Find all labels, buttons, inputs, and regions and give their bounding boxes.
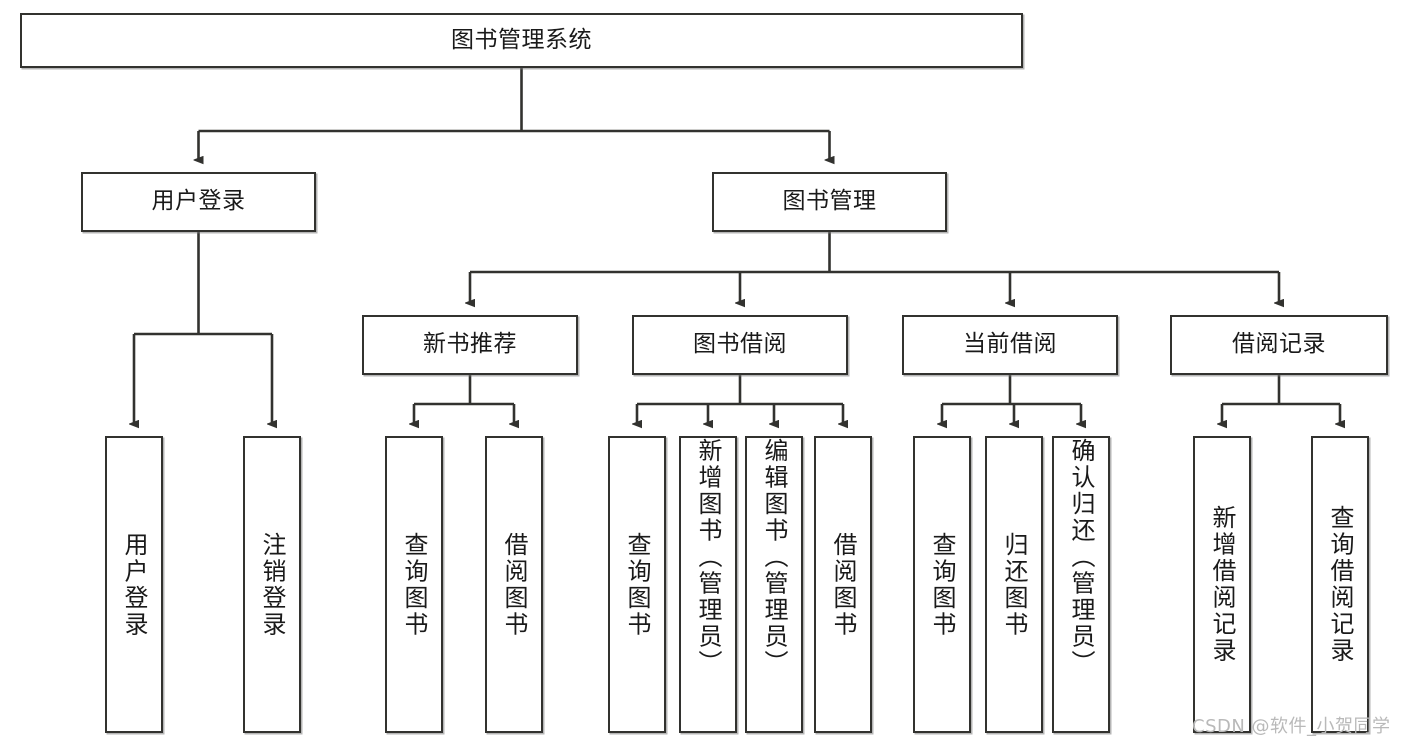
node-root-label: 图书管理系统 — [451, 26, 592, 53]
node-current-borrow-label: 当前借阅 — [963, 331, 1057, 358]
node-root[interactable]: 图书管理系统 — [20, 13, 1023, 68]
node-leaf-user-login[interactable]: 用户登录 — [105, 436, 163, 733]
node-new-book-recommend[interactable]: 新书推荐 — [362, 315, 578, 375]
node-leaf-user-logout-label: 注销登录 — [258, 531, 286, 638]
node-user-login-label: 用户登录 — [151, 188, 246, 215]
watermark-text: CSDN @软件_小贺同学 — [1192, 716, 1391, 737]
node-leaf-confirm-return-admin-label: 确认归还（管理员） — [1067, 438, 1095, 677]
node-leaf-query-borrow-record-label: 查询借阅记录 — [1326, 505, 1354, 664]
node-leaf-edit-book-admin-label: 编辑图书（管理员） — [760, 438, 788, 677]
node-leaf-add-borrow-record[interactable]: 新增借阅记录 — [1193, 436, 1251, 733]
node-leaf-borrow-book-recommend[interactable]: 借阅图书 — [485, 436, 543, 733]
node-leaf-query-book-recommend[interactable]: 查询图书 — [385, 436, 443, 733]
node-borrow-record[interactable]: 借阅记录 — [1170, 315, 1388, 375]
node-leaf-return-book-label: 归还图书 — [1000, 531, 1028, 638]
node-borrow-record-label: 借阅记录 — [1232, 331, 1326, 358]
node-leaf-query-book-recommend-label: 查询图书 — [400, 531, 428, 638]
node-leaf-query-book-borrow-label: 查询图书 — [623, 531, 651, 638]
node-leaf-user-logout[interactable]: 注销登录 — [243, 436, 301, 733]
node-leaf-edit-book-admin[interactable]: 编辑图书（管理员） — [745, 436, 803, 733]
node-leaf-borrow-book-recommend-label: 借阅图书 — [500, 531, 528, 638]
node-leaf-confirm-return-admin[interactable]: 确认归还（管理员） — [1052, 436, 1110, 733]
node-leaf-query-book-current[interactable]: 查询图书 — [913, 436, 971, 733]
node-leaf-borrow-book[interactable]: 借阅图书 — [814, 436, 872, 733]
node-leaf-query-book-current-label: 查询图书 — [928, 531, 956, 638]
node-new-book-recommend-label: 新书推荐 — [423, 331, 517, 358]
node-leaf-query-borrow-record[interactable]: 查询借阅记录 — [1311, 436, 1369, 733]
node-book-management-label: 图书管理 — [782, 188, 877, 215]
node-leaf-return-book[interactable]: 归还图书 — [985, 436, 1043, 733]
node-leaf-add-borrow-record-label: 新增借阅记录 — [1208, 505, 1236, 664]
node-leaf-add-book-admin[interactable]: 新增图书（管理员） — [679, 436, 737, 733]
node-book-borrow[interactable]: 图书借阅 — [632, 315, 848, 375]
node-leaf-user-login-label: 用户登录 — [120, 531, 148, 638]
node-book-borrow-label: 图书借阅 — [693, 331, 787, 358]
node-leaf-borrow-book-label: 借阅图书 — [829, 531, 857, 638]
node-user-login[interactable]: 用户登录 — [81, 172, 316, 232]
node-leaf-add-book-admin-label: 新增图书（管理员） — [694, 438, 722, 677]
node-book-management[interactable]: 图书管理 — [712, 172, 947, 232]
node-leaf-query-book-borrow[interactable]: 查询图书 — [608, 436, 666, 733]
node-current-borrow[interactable]: 当前借阅 — [902, 315, 1118, 375]
